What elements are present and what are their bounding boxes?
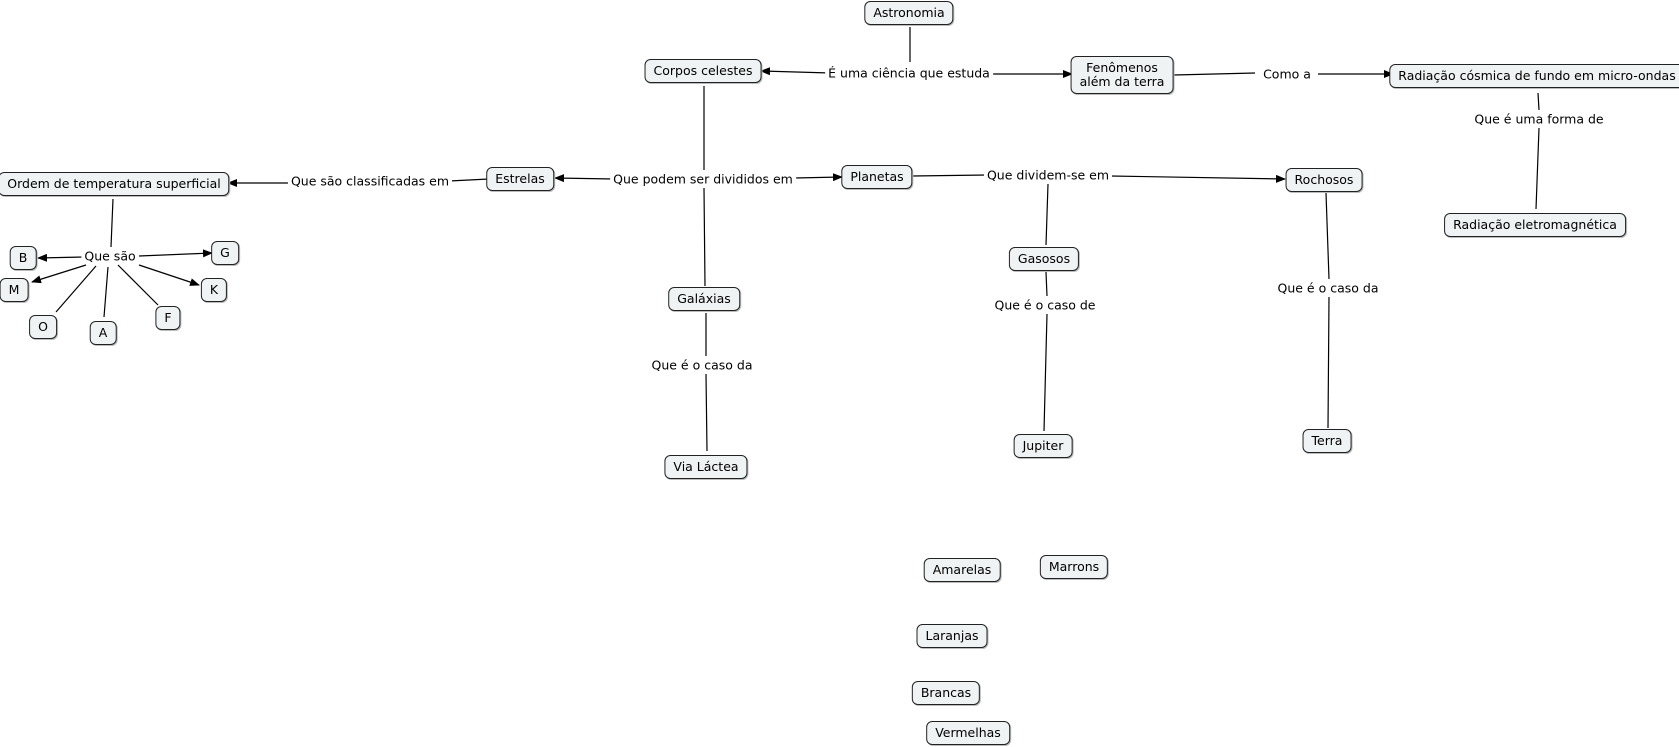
node-b[interactable]: B — [9, 246, 37, 270]
node-terra[interactable]: Terra — [1302, 429, 1352, 453]
node-radiacao-eletromagnetica[interactable]: Radiação eletromagnética — [1444, 213, 1626, 237]
connector-line — [37, 253, 85, 262]
node-radiacao-cosmica[interactable]: Radiação cósmica de fundo em micro-ondas — [1389, 64, 1679, 88]
link-label-forma-de: Que é uma forma de — [1471, 111, 1607, 127]
node-estrelas[interactable]: Estrelas — [486, 167, 554, 191]
connector-line — [1045, 183, 1049, 246]
link-label-que-sao: Que são — [81, 248, 139, 264]
connector-line — [1327, 296, 1330, 429]
connector-line — [1537, 92, 1540, 111]
node-a[interactable]: A — [89, 321, 117, 345]
link-label-divididos: Que podem ser divididos em — [610, 171, 796, 187]
node-planetas[interactable]: Planetas — [841, 165, 913, 189]
connector-line — [911, 174, 988, 177]
node-marrons[interactable]: Marrons — [1039, 555, 1109, 579]
connector-line — [55, 265, 97, 313]
node-corpos-celestes[interactable]: Corpos celestes — [644, 59, 762, 83]
node-rochosos[interactable]: Rochosos — [1285, 168, 1363, 192]
connector-line — [554, 174, 615, 183]
link-label-classificadas: Que são classificadas em — [287, 173, 453, 189]
connector-line — [448, 178, 490, 182]
connector-line — [1045, 271, 1048, 297]
node-k[interactable]: K — [200, 278, 228, 302]
link-label-como-a: Como a — [1260, 66, 1314, 82]
connector-line — [103, 266, 109, 318]
link-label-caso-galaxia: Que é o caso da — [648, 357, 756, 373]
node-g[interactable]: G — [211, 241, 239, 265]
connector-line — [110, 198, 114, 248]
connector-line — [705, 373, 708, 452]
connector-line — [760, 67, 831, 76]
connector-line — [703, 187, 706, 287]
connector-line — [117, 264, 159, 306]
connector-line — [138, 249, 213, 258]
node-astronomia[interactable]: Astronomia — [864, 1, 954, 25]
connector-line — [1325, 192, 1330, 280]
node-brancas[interactable]: Brancas — [911, 681, 981, 705]
node-gasosos[interactable]: Gasosos — [1008, 247, 1080, 271]
node-m[interactable]: M — [0, 278, 29, 302]
node-via-lactea[interactable]: Via Láctea — [664, 455, 748, 479]
connector-line — [1173, 72, 1256, 76]
link-label-caso-rochoso: Que é o caso da — [1274, 280, 1382, 296]
node-amarelas[interactable]: Amarelas — [923, 558, 1001, 582]
node-galaxias[interactable]: Galáxias — [668, 287, 740, 311]
node-o[interactable]: O — [29, 315, 57, 339]
node-jupiter[interactable]: Jupiter — [1013, 434, 1073, 458]
connector-line — [138, 264, 200, 286]
node-fenomenos[interactable]: Fenômenos além da terra — [1070, 56, 1174, 94]
link-label-dividem: Que dividem-se em — [983, 167, 1113, 183]
connector-line — [1043, 313, 1048, 432]
connector-line — [793, 173, 843, 182]
connector-line — [1109, 174, 1286, 183]
node-f[interactable]: F — [155, 306, 181, 330]
node-laranjas[interactable]: Laranjas — [916, 624, 988, 648]
link-label-caso-gasoso: Que é o caso de — [991, 297, 1099, 313]
link-label-ciencia: É uma ciência que estuda — [825, 65, 993, 81]
connector-line — [31, 264, 87, 284]
node-ordem-temperatura[interactable]: Ordem de temperatura superficial — [0, 172, 230, 196]
node-vermelhas[interactable]: Vermelhas — [926, 721, 1010, 745]
connector-line — [1535, 127, 1540, 210]
